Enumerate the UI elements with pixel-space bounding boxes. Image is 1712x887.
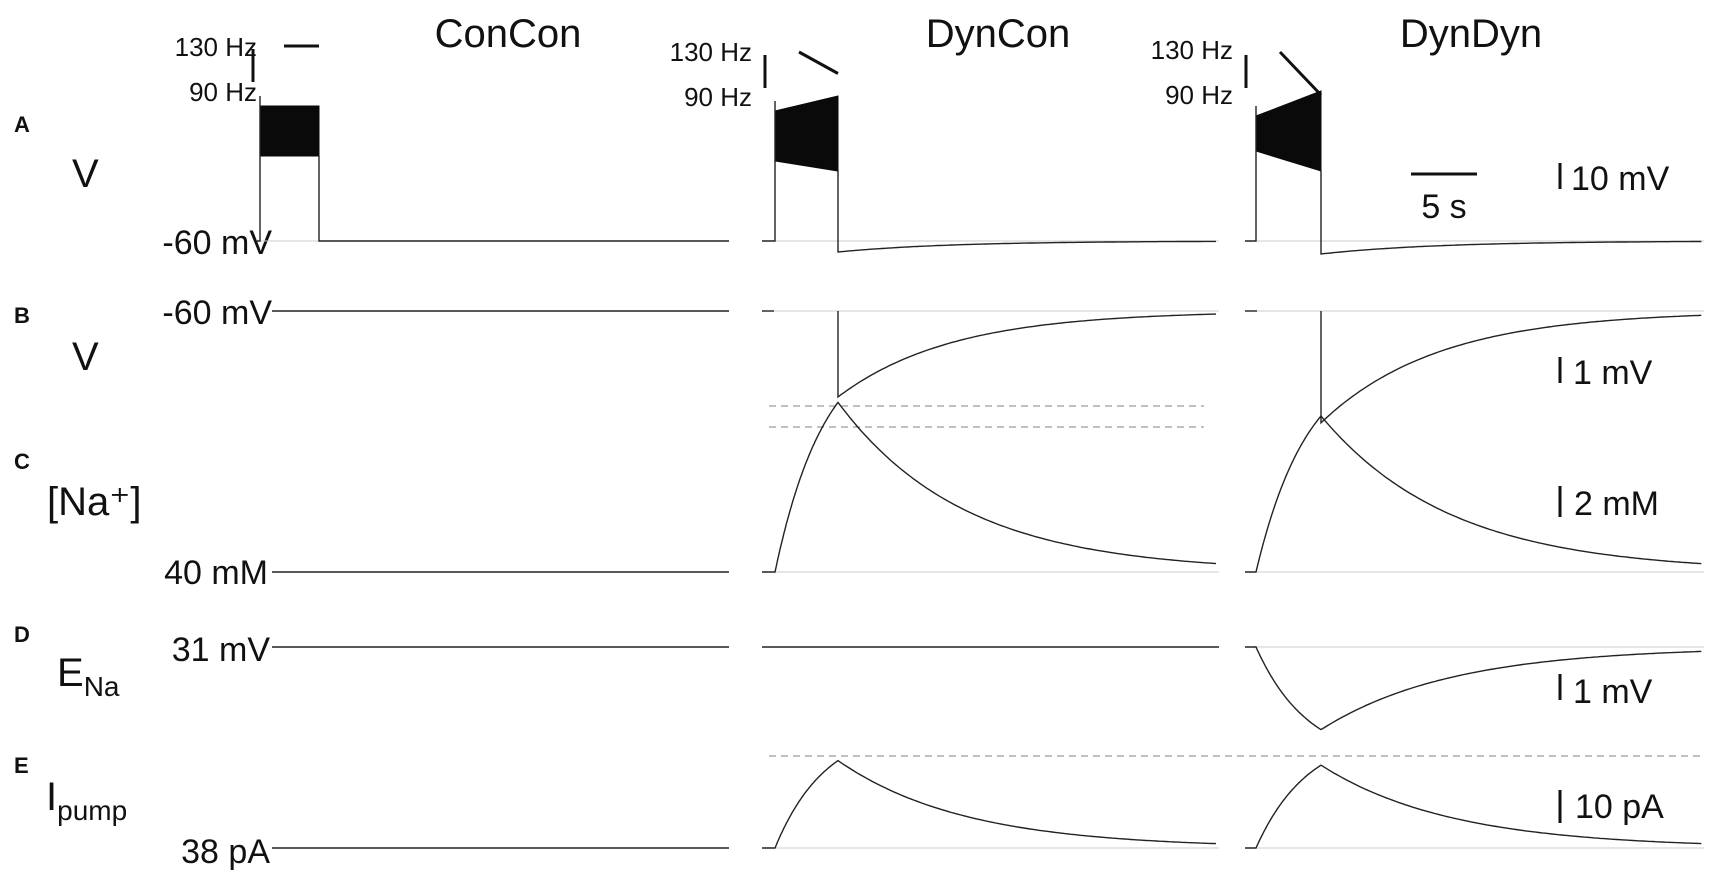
trace-a-dyncon-onset (762, 101, 776, 242)
baseline-label-c: 40 mM (164, 554, 268, 592)
scale-label-d: 1 mV (1573, 673, 1653, 711)
ylabel-e-sub: pump (57, 795, 127, 826)
panel-letter-b: B (14, 303, 30, 328)
column-titles: ConCon DynCon DynDyn (435, 12, 1543, 56)
ylabel-d-sub: Na (84, 671, 120, 702)
freq-high-concon: 130 Hz (175, 32, 257, 62)
freq-low-dyncon: 90 Hz (684, 82, 752, 112)
panel-letter-d: D (14, 622, 30, 647)
trace-a-concon-after (318, 156, 729, 242)
freq-high-dyndyn: 130 Hz (1151, 35, 1233, 65)
scale-label-c: 2 mM (1574, 485, 1659, 523)
trace-b-dyncon (837, 311, 1217, 399)
trace-a-dyncon-after (837, 171, 1216, 253)
ylabel-a: V (72, 152, 99, 196)
freq-low-concon: 90 Hz (189, 77, 257, 107)
ylabel-d-main: E (57, 651, 84, 695)
scale-label-e: 10 pA (1575, 788, 1664, 826)
trace-d-dyndyn (1245, 646, 1702, 731)
ylabel-e-main: I (46, 775, 57, 819)
plot-layer (251, 44, 1704, 849)
panel-labels: A B C D E V V [Na⁺] ENa Ipump -60 mV -60… (14, 112, 272, 871)
baseline-label-b: -60 mV (162, 294, 272, 332)
scale-label-a: 10 mV (1571, 160, 1670, 198)
trace-b-dyndyn (1320, 311, 1702, 425)
panel-letter-a: A (14, 112, 30, 137)
time-scale-label: 5 s (1421, 188, 1466, 226)
spike-burst-dyncon (774, 95, 839, 172)
trace-a-dyndyn-onset (1245, 106, 1257, 242)
scale-bars: 10 mV 5 s 1 mV 2 mM 1 mV 10 pA (1411, 160, 1670, 826)
baseline-label-a: -60 mV (162, 224, 272, 262)
column-title-concon: ConCon (435, 12, 582, 56)
trace-e-dyndyn (1245, 764, 1702, 849)
ylabel-b: V (72, 335, 99, 379)
freq-trace-dyndyn (1278, 50, 1323, 97)
trace-c-dyncon (762, 401, 1217, 573)
ylabel-d: ENa (57, 651, 120, 702)
spike-burst-dyndyn (1255, 90, 1322, 172)
trace-c-dyndyn (1245, 414, 1702, 573)
freq-low-dyndyn: 90 Hz (1165, 80, 1233, 110)
ylabel-c: [Na⁺] (47, 480, 141, 524)
panel-letter-c: C (14, 449, 30, 474)
trace-a-dyndyn-after (1320, 171, 1702, 255)
baseline-label-e: 38 pA (181, 833, 270, 871)
scale-label-b: 1 mV (1573, 354, 1653, 392)
column-title-dyndyn: DynDyn (1400, 12, 1542, 56)
trace-a-concon-onset (257, 96, 261, 242)
stimulus-frequency: 130 Hz 90 Hz 130 Hz 90 Hz 130 Hz 90 Hz (175, 32, 1233, 112)
panel-letter-e: E (14, 753, 29, 778)
trace-e-dyncon (762, 759, 1217, 849)
spike-burst-concon (259, 105, 320, 157)
ylabel-e: Ipump (46, 775, 127, 826)
baseline-label-d: 31 mV (172, 631, 271, 669)
freq-high-dyncon: 130 Hz (670, 37, 752, 67)
freq-trace-dyncon (798, 50, 839, 75)
column-title-dyncon: DynCon (926, 12, 1071, 56)
